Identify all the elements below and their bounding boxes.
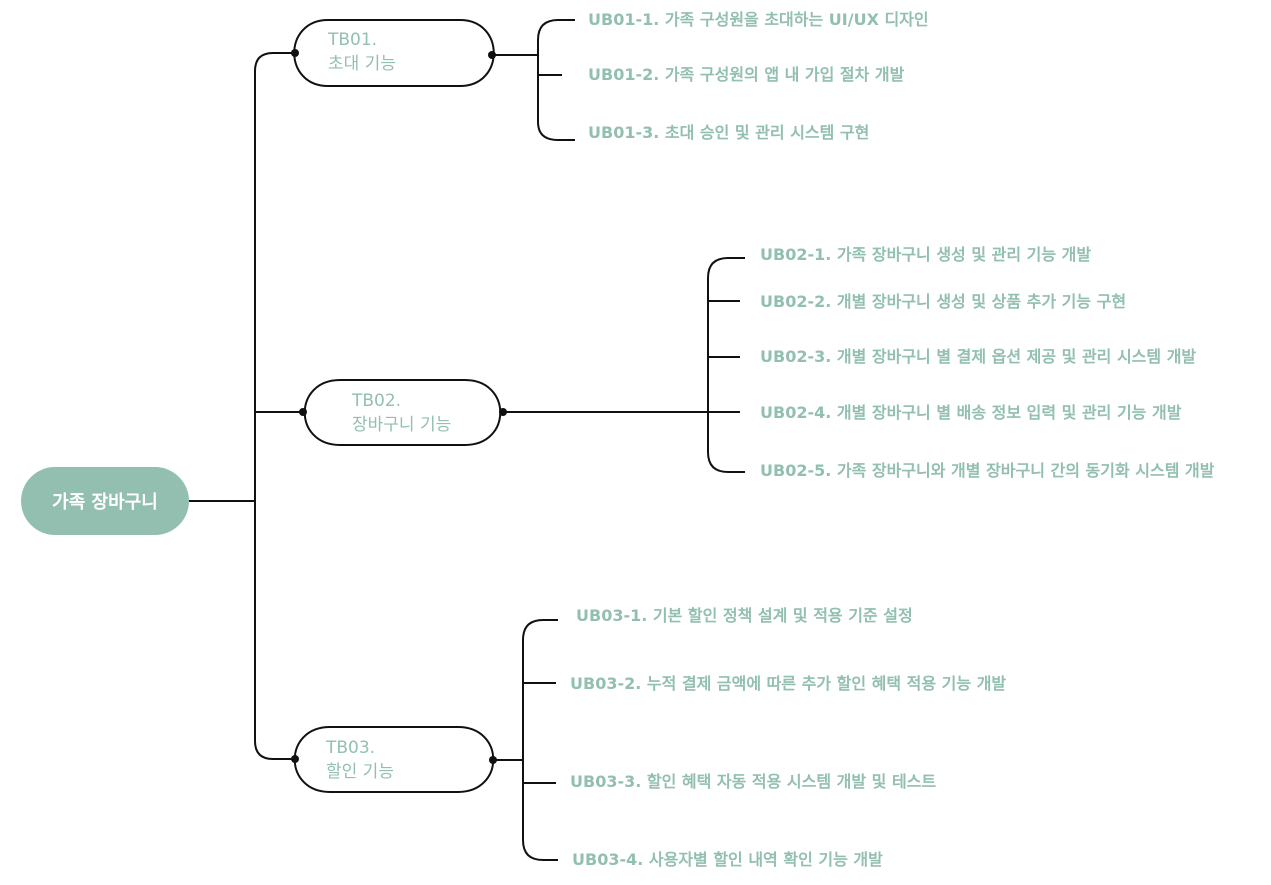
leaf-ub03-1[interactable]: UB03-1. 기본 할인 정책 설계 및 적용 기준 설정 xyxy=(576,606,913,625)
tb01-left-dot xyxy=(291,49,299,57)
branch-name: 장바구니 기능 xyxy=(352,415,452,435)
leaf-ub01-1[interactable]: UB01-1. 가족 구성원을 초대하는 UI/UX 디자인 xyxy=(588,10,929,29)
tb03-capsule xyxy=(293,726,495,793)
tb02-capsule xyxy=(303,379,502,446)
branch-node-tb02[interactable]: TB02. 장바구니 기능 xyxy=(352,389,451,437)
leaf-ub02-2[interactable]: UB02-2. 개별 장바구니 생성 및 상품 추가 기능 구현 xyxy=(760,292,1127,311)
branch-node-tb03[interactable]: TB03. 할인 기능 xyxy=(326,736,394,784)
tb02-right-dot xyxy=(499,408,507,416)
leaf-ub03-4[interactable]: UB03-4. 사용자별 할인 내역 확인 기능 개발 xyxy=(572,850,883,869)
branch-code: TB03. xyxy=(326,738,376,758)
tb01-right-dot xyxy=(488,51,496,59)
branch-name: 할인 기능 xyxy=(326,762,394,782)
leaf-ub03-3[interactable]: UB03-3. 할인 혜택 자동 적용 시스템 개발 및 테스트 xyxy=(570,772,937,791)
tb01-bracket xyxy=(537,19,559,141)
branch-code: TB02. xyxy=(352,391,402,411)
leaf-ub02-3[interactable]: UB02-3. 개별 장바구니 별 결제 옵션 제공 및 관리 시스템 개발 xyxy=(760,347,1197,366)
leaf-ub02-5[interactable]: UB02-5. 가족 장바구니와 개별 장바구니 간의 동기화 시스템 개발 xyxy=(760,461,1215,480)
tb02-left-dot xyxy=(299,408,307,416)
root-label: 가족 장바구니 xyxy=(52,492,158,513)
trunk-line xyxy=(254,52,274,760)
leaf-ub01-2[interactable]: UB01-2. 가족 구성원의 앱 내 가입 절차 개발 xyxy=(588,65,905,84)
leaf-ub02-4[interactable]: UB02-4. 개별 장바구니 별 배송 정보 입력 및 관리 기능 개발 xyxy=(760,403,1182,422)
branch-name: 초대 기능 xyxy=(328,54,396,74)
branch-node-tb01[interactable]: TB01. 초대 기능 xyxy=(328,28,396,76)
tb02-bracket xyxy=(707,257,729,473)
leaf-ub02-1[interactable]: UB02-1. 가족 장바구니 생성 및 관리 기능 개발 xyxy=(760,245,1092,264)
tb01-capsule xyxy=(293,19,495,87)
leaf-ub01-3[interactable]: UB01-3. 초대 승인 및 관리 시스템 구현 xyxy=(588,123,870,142)
branch-code: TB01. xyxy=(328,30,378,50)
root-node[interactable]: 가족 장바구니 xyxy=(21,467,189,535)
tb03-right-dot xyxy=(489,756,497,764)
tb03-bracket xyxy=(522,619,544,861)
tb03-left-dot xyxy=(291,755,299,763)
leaf-ub03-2[interactable]: UB03-2. 누적 결제 금액에 따른 추가 할인 혜택 적용 기능 개발 xyxy=(570,674,1007,693)
